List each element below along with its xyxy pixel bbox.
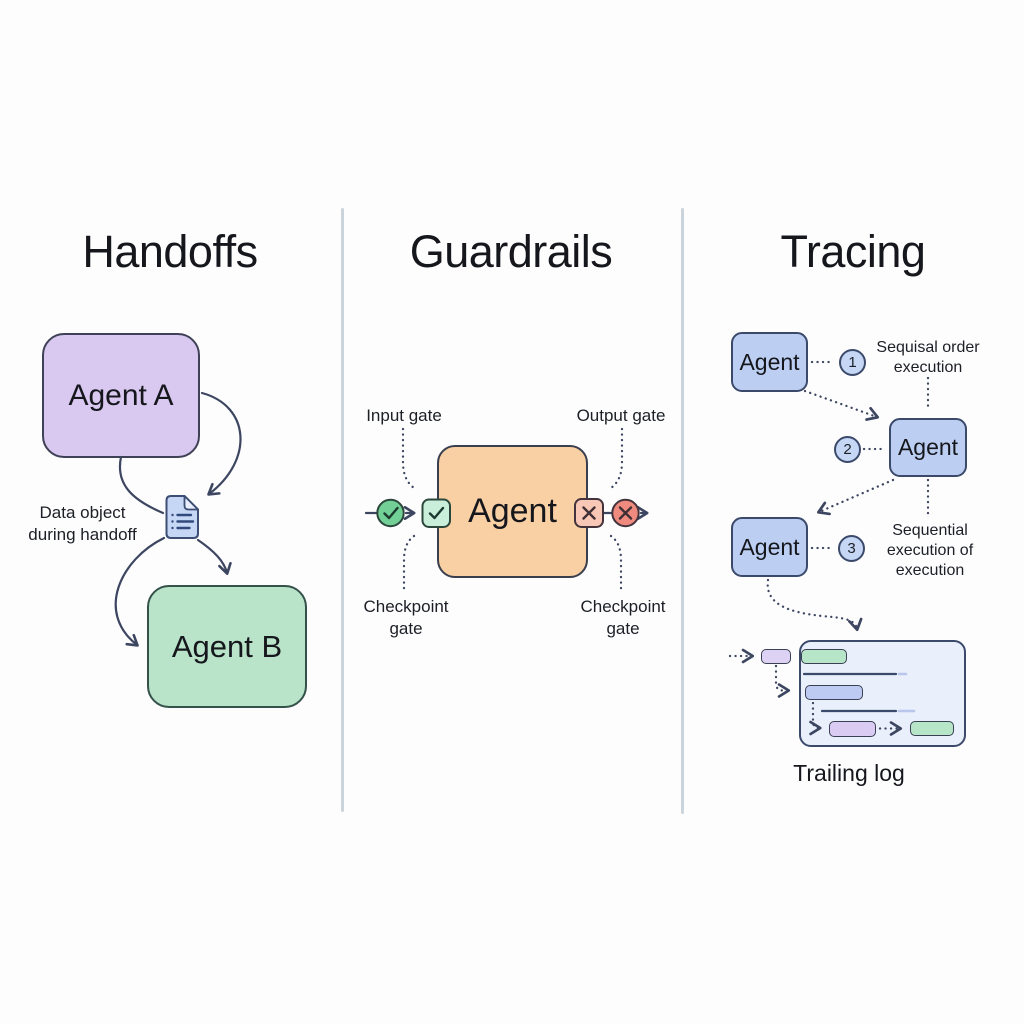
trace-agent-3-label: Agent [739,533,800,560]
guardrails-agent-label: Agent [468,492,557,530]
label-line: Sequential [892,522,968,539]
log-bar-blue [805,685,863,700]
log-bar-purple [829,721,876,737]
log-chip-purple [761,649,791,664]
document-icon [165,495,199,539]
trace-agent-3-box: Agent [731,517,808,577]
agent-b-label: Agent B [171,628,283,664]
trace-step-1-badge: 1 [839,349,866,376]
label-line: gate [389,618,423,638]
input-gate-label: Input gate [366,406,442,425]
trace-agent-2-box: Agent [889,418,967,477]
label-line: execution [893,358,963,376]
check-circle-icon [376,498,405,528]
trace-step-2-badge: 2 [834,436,861,463]
trailing-log-label: Trailing log [793,760,905,786]
trace-annotation-2: Sequential execution of execution [868,521,992,580]
label-line: execution of [886,541,974,559]
label-line: execution [895,561,965,579]
agent-a-label: Agent A [68,378,174,412]
trace-agent-1-box: Agent [731,332,808,392]
output-gate-label: Output gate [576,406,666,425]
trace-step-2-number: 2 [843,441,852,458]
guardrails-title: Guardrails [409,226,613,277]
trace-step-3-badge: 3 [838,535,865,562]
checkpoint-gate-label-right: Checkpoint gate [553,596,693,640]
log-bar-green-2 [910,721,954,736]
log-bar-green-1 [801,649,847,664]
trace-annotation-1: Sequisal order execution [866,338,990,378]
label-line: Data object [39,503,126,522]
trace-step-3-number: 3 [847,540,856,557]
agent-b-box: Agent B [147,585,307,708]
label-line: Sequisal order [876,339,980,356]
agent-a-box: Agent A [42,333,200,458]
label-line: during handoff [28,524,137,544]
trace-agent-1-label: Agent [739,348,800,375]
trace-step-1-number: 1 [848,354,857,371]
panel-divider-left [341,208,344,812]
guardrails-agent-box: Agent [437,445,588,578]
handoffs-title: Handoffs [82,226,258,277]
panel-divider-right [681,208,684,814]
data-object-label: Data object during handoff [10,502,155,546]
checkpoint-gate-label-left: Checkpoint gate [336,596,476,640]
label-line: Checkpoint [363,597,449,616]
label-line: gate [606,618,640,638]
label-line: Checkpoint [580,597,666,616]
x-circle-icon [611,498,640,528]
trace-agent-2-label: Agent [897,434,959,460]
tracing-title: Tracing [780,226,926,277]
